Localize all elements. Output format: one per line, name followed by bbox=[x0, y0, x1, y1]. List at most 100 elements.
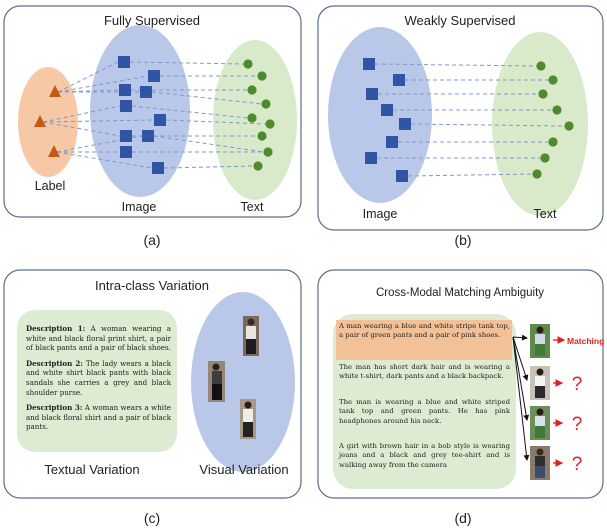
panel-b: Weakly Supervised Image Text bbox=[317, 5, 604, 231]
image-text-link bbox=[410, 123, 566, 127]
image-square bbox=[386, 136, 398, 148]
text-dot bbox=[536, 61, 546, 71]
image-square bbox=[152, 162, 164, 174]
highlighted-text-bg bbox=[336, 320, 512, 360]
description-box bbox=[17, 310, 177, 452]
description-1-text: A woman wearing a white and black floral… bbox=[26, 324, 171, 353]
image-square bbox=[393, 74, 405, 86]
text-dot bbox=[261, 99, 271, 109]
text-dot bbox=[532, 169, 542, 179]
image-axis-label-b: Image bbox=[363, 207, 398, 221]
panel-b-caption: (b) bbox=[454, 232, 471, 248]
label-image-link bbox=[56, 151, 153, 169]
text-dot bbox=[548, 137, 558, 147]
image-square bbox=[148, 70, 160, 82]
panel-a-nodes bbox=[34, 56, 275, 174]
image-square bbox=[366, 88, 378, 100]
visual-ellipse bbox=[191, 292, 295, 472]
label-image-link bbox=[42, 105, 121, 123]
label-axis-label: Label bbox=[35, 179, 66, 193]
image-square bbox=[140, 86, 152, 98]
matching-label: Matching bbox=[567, 336, 604, 346]
description-3-text: A woman wears a white and black floral s… bbox=[26, 403, 171, 432]
visual-variation-label: Visual Variation bbox=[199, 462, 288, 477]
image-text-link bbox=[153, 135, 265, 153]
panel-c: Intra-class Variation Textual Variation … bbox=[3, 269, 302, 499]
label-triangle bbox=[49, 85, 61, 97]
text-ellipse-b bbox=[492, 32, 588, 216]
description-2-text: The lady wears a black and white shirt b… bbox=[26, 358, 171, 397]
question-mark-4: ? bbox=[572, 454, 583, 475]
panel-b-nodes bbox=[363, 58, 574, 182]
panel-c-caption: (c) bbox=[144, 510, 160, 526]
text-dot bbox=[257, 131, 267, 141]
image-square bbox=[119, 84, 131, 96]
image-square bbox=[120, 130, 132, 142]
label-ellipse bbox=[18, 67, 78, 177]
label-triangle bbox=[34, 115, 46, 127]
image-square bbox=[363, 58, 375, 70]
image-square bbox=[396, 170, 408, 182]
image-square bbox=[381, 104, 393, 116]
textual-variation-label: Textual Variation bbox=[44, 462, 139, 477]
text-axis-label-a: Text bbox=[241, 200, 264, 214]
image-text-link bbox=[151, 91, 263, 105]
text-item-4: A girl with brown hair in a bob style is… bbox=[339, 442, 510, 469]
candidate-photo-1 bbox=[530, 324, 550, 358]
description-2-heading: Description 2: bbox=[26, 358, 83, 368]
description-1-heading: Description 1: bbox=[26, 324, 86, 333]
text-dot bbox=[548, 75, 558, 85]
text-dot bbox=[263, 147, 273, 157]
arrow-to-photo-2 bbox=[512, 336, 529, 381]
image-text-link bbox=[374, 63, 538, 67]
panel-d-title: Cross-Modal Matching Ambiguity bbox=[376, 287, 544, 299]
image-square bbox=[120, 146, 132, 158]
text-dot bbox=[247, 113, 257, 123]
text-dot bbox=[247, 85, 257, 95]
text-axis-label-b: Text bbox=[534, 207, 557, 221]
label-triangle bbox=[48, 145, 60, 157]
panel-d-caption: (d) bbox=[454, 510, 471, 526]
label-image-link bbox=[57, 75, 149, 93]
text-dot bbox=[253, 161, 263, 171]
arrow-to-photo-1 bbox=[512, 334, 528, 341]
image-text-link bbox=[165, 119, 267, 125]
text-dot bbox=[243, 59, 253, 69]
text-dot bbox=[564, 121, 574, 131]
image-axis-label-a: Image bbox=[122, 200, 157, 214]
text-dot bbox=[257, 71, 267, 81]
panel-d: Cross-Modal Matching Ambiguity bbox=[317, 269, 604, 499]
image-square bbox=[118, 56, 130, 68]
question-mark-3: ? bbox=[572, 414, 583, 435]
panel-a-caption: (a) bbox=[143, 232, 160, 248]
text-dot bbox=[265, 119, 275, 129]
image-square bbox=[154, 114, 166, 126]
description-1: Description 1: A woman wearing a white a… bbox=[26, 324, 171, 353]
panel-a: Fully Supervised Label Image Text bbox=[3, 5, 302, 218]
pedestrian-photo-3 bbox=[240, 399, 256, 439]
description-3: Description 3: A woman wears a white and… bbox=[26, 403, 171, 432]
label-image-link bbox=[42, 121, 121, 137]
arrow-to-photo-4 bbox=[512, 336, 530, 461]
text-item-3: The man is wearing a blue and white stri… bbox=[339, 398, 510, 425]
panel-b-connections bbox=[374, 63, 566, 177]
image-square bbox=[120, 100, 132, 112]
text-dot bbox=[538, 89, 548, 99]
arrow-to-photo-3 bbox=[512, 336, 530, 421]
text-item-2: The man has short dark hair and is weari… bbox=[339, 363, 510, 381]
description-2: Description 2: The lady wears a black an… bbox=[26, 359, 171, 397]
image-square bbox=[365, 152, 377, 164]
panel-b-title: Weakly Supervised bbox=[404, 13, 515, 28]
candidate-photo-4 bbox=[530, 446, 550, 480]
label-image-link bbox=[42, 119, 155, 123]
image-ellipse-b bbox=[328, 27, 432, 203]
image-ellipse-a bbox=[90, 25, 190, 197]
image-text-link bbox=[129, 61, 245, 65]
candidate-photo-3 bbox=[530, 406, 550, 440]
panel-a-title: Fully Supervised bbox=[104, 13, 200, 28]
question-mark-2: ? bbox=[572, 374, 583, 395]
image-text-link bbox=[163, 165, 255, 169]
image-square bbox=[399, 118, 411, 130]
text-dot bbox=[552, 105, 562, 115]
description-list: Description 1: A woman wearing a white a… bbox=[26, 324, 171, 438]
